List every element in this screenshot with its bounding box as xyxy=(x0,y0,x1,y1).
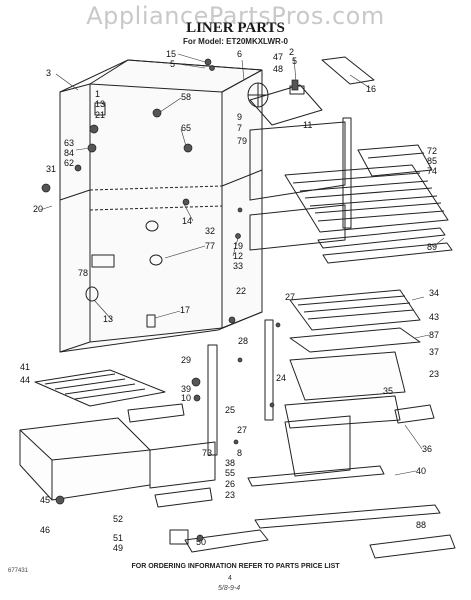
document-number: 677431 xyxy=(8,568,29,574)
callout: 15 xyxy=(166,49,176,59)
callout: 19 xyxy=(233,241,243,251)
light-shield xyxy=(321,56,375,85)
rear-panel xyxy=(249,121,346,251)
callout: 50 xyxy=(196,537,206,547)
callout: 34 xyxy=(429,288,439,298)
callout: 79 xyxy=(237,136,247,146)
callout: 5 xyxy=(170,59,175,69)
callout: 16 xyxy=(366,84,376,94)
callout: 25 xyxy=(225,405,235,415)
callout: 58 xyxy=(181,92,191,102)
callout: 27 xyxy=(237,425,247,435)
callout: 28 xyxy=(238,336,248,346)
shelf-ladder-supports xyxy=(207,117,352,456)
callout: 89 xyxy=(427,242,437,252)
callout: 6 xyxy=(237,49,242,59)
callout: 41 xyxy=(20,362,30,372)
hardware-fasteners xyxy=(41,58,299,542)
callout: 2 xyxy=(289,47,294,57)
callout: 31 xyxy=(46,164,56,174)
callout: 43 xyxy=(429,312,439,322)
model-number: For Model: ET20MKXLWR-0 xyxy=(183,37,288,46)
callout: 46 xyxy=(40,525,50,535)
page-number: 4 xyxy=(228,575,232,582)
ordering-instructions: FOR ORDERING INFORMATION REFER TO PARTS … xyxy=(131,563,340,570)
callout: 49 xyxy=(113,543,123,553)
callout: 65 xyxy=(181,123,191,133)
callout: 52 xyxy=(113,514,123,524)
callout: 24 xyxy=(276,373,286,383)
callout: 3 xyxy=(46,68,51,78)
callout: 22 xyxy=(236,286,246,296)
callout: 13 xyxy=(103,314,113,324)
callout: 87 xyxy=(429,330,439,340)
callout: 7 xyxy=(237,123,242,133)
callout: 17 xyxy=(180,305,190,315)
callout: 85 xyxy=(427,156,437,166)
callout: 14 xyxy=(182,216,192,226)
callout: 33 xyxy=(233,261,243,271)
callout: 26 xyxy=(225,479,235,489)
callout: 88 xyxy=(416,520,426,530)
callout: 20 xyxy=(33,204,43,214)
callout: 44 xyxy=(20,375,30,385)
callout: 21 xyxy=(95,110,105,120)
callout: 51 xyxy=(113,533,123,543)
freezer-wire-shelf xyxy=(284,164,453,264)
callout: 10 xyxy=(181,393,191,403)
callout: 72 xyxy=(427,146,437,156)
diagram-title: LINER PARTS xyxy=(186,20,285,36)
callout: 23 xyxy=(225,490,235,500)
date-code: 5/8-9-4 xyxy=(218,585,241,592)
callout: 23 xyxy=(429,369,439,379)
callout: 37 xyxy=(429,347,439,357)
callout: 48 xyxy=(273,64,283,74)
fresh-food-shelves xyxy=(289,289,421,353)
callout: 77 xyxy=(205,241,215,251)
evaporator-fan-assembly xyxy=(247,82,323,126)
callout: 11 xyxy=(303,120,312,130)
callout: 63 xyxy=(64,138,74,148)
callout: 78 xyxy=(78,268,88,278)
liner-shell xyxy=(59,59,263,353)
callout: 35 xyxy=(383,386,393,396)
bottom-rails xyxy=(184,465,456,559)
callout: 1 xyxy=(95,89,100,99)
callout: 73 xyxy=(202,448,212,458)
callout: 84 xyxy=(64,148,74,158)
callout: 40 xyxy=(416,466,426,476)
callout: 47 xyxy=(273,52,283,62)
callout: 9 xyxy=(237,112,242,122)
meat-pan xyxy=(19,369,216,545)
watermark: AppliancePartsPros.com xyxy=(86,2,385,30)
callout: 74 xyxy=(427,166,437,176)
callout-labels: 15 5 6 2 47 5 48 3 58 16 1 13 21 65 11 9… xyxy=(20,47,439,553)
callout: 32 xyxy=(205,226,215,236)
callout: 29 xyxy=(181,355,191,365)
callout: 27 xyxy=(285,292,295,302)
callout: 62 xyxy=(64,158,74,168)
ice-bin xyxy=(357,144,433,177)
callout: 45 xyxy=(40,495,50,505)
callout: 39 xyxy=(181,384,191,394)
crisper-drawers xyxy=(284,351,435,477)
callout: 12 xyxy=(233,251,243,261)
callout: 55 xyxy=(225,468,235,478)
callout: 8 xyxy=(237,448,242,458)
callout: 36 xyxy=(422,444,432,454)
callout: 13 xyxy=(95,99,105,109)
callout: 38 xyxy=(225,458,235,468)
